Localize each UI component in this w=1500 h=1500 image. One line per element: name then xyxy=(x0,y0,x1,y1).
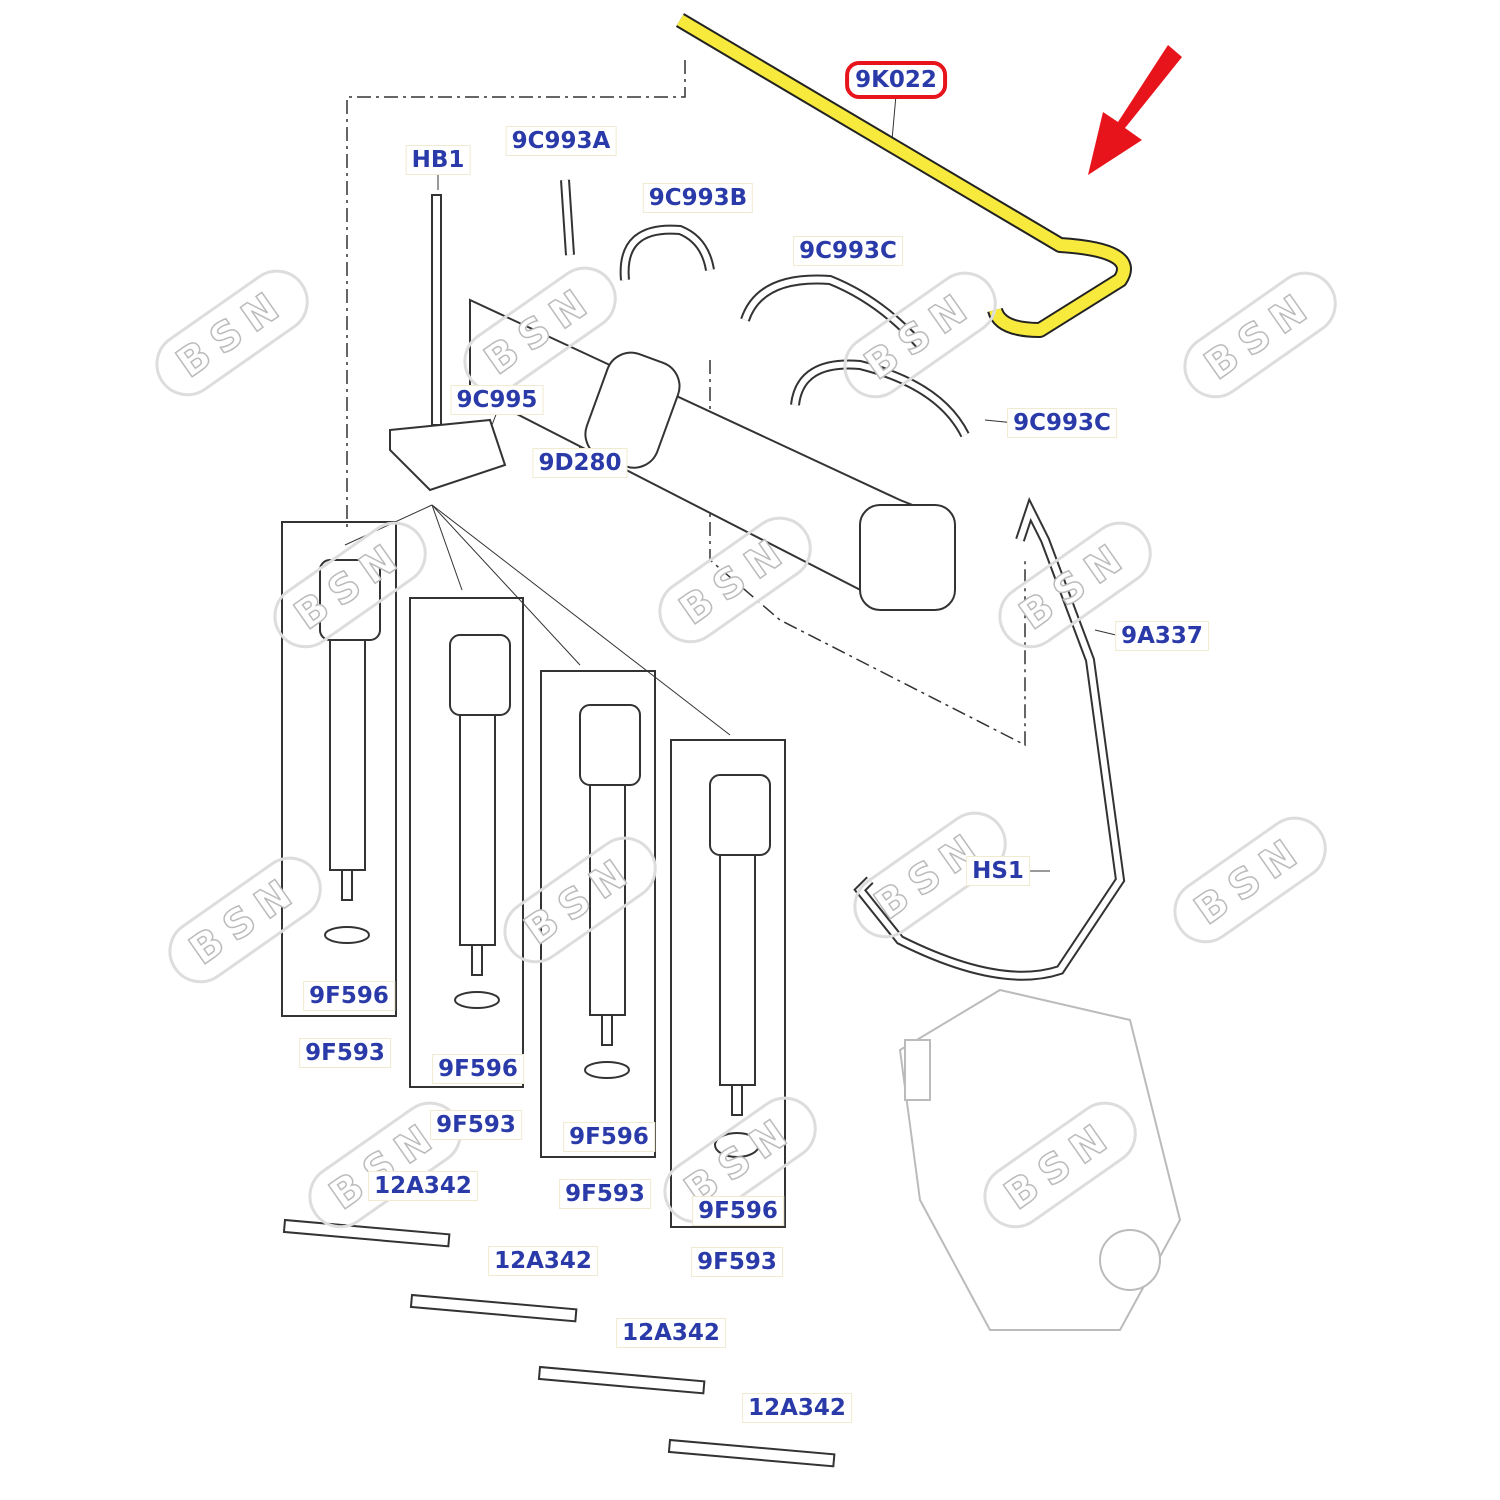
glow-plugs xyxy=(282,1218,836,1468)
clamp-9c995 xyxy=(389,418,507,492)
injector-boxes xyxy=(281,521,786,1228)
part-label-9a337[interactable]: 9A337 xyxy=(1115,621,1209,651)
part-label-9c993c[interactable]: 9C993C xyxy=(1007,408,1117,438)
part-label-9d280[interactable]: 9D280 xyxy=(532,448,628,478)
part-label-9c995[interactable]: 9C995 xyxy=(450,385,544,415)
part-label-9f593[interactable]: 9F593 xyxy=(430,1110,522,1140)
part-label-9k022[interactable]: 9K022 xyxy=(845,61,947,99)
part-label-12a342[interactable]: 12A342 xyxy=(488,1246,598,1276)
part-label-hs1[interactable]: HS1 xyxy=(966,856,1030,886)
reference-lines xyxy=(346,60,1026,747)
bolt-hb1 xyxy=(431,194,442,426)
part-label-hb1[interactable]: HB1 xyxy=(405,145,471,175)
part-label-9c993b[interactable]: 9C993B xyxy=(642,183,754,213)
part-label-9f593[interactable]: 9F593 xyxy=(691,1247,783,1277)
leader-lines xyxy=(344,94,1121,872)
part-label-9f596[interactable]: 9F596 xyxy=(432,1054,524,1084)
injector xyxy=(709,774,771,1158)
fuel-rail-9d280 xyxy=(469,298,956,611)
part-label-9f596[interactable]: 9F596 xyxy=(303,981,395,1011)
red-arrow-icon xyxy=(1088,45,1182,175)
part-label-9f593[interactable]: 9F593 xyxy=(299,1038,391,1068)
injector xyxy=(449,634,511,1009)
fuel-pump xyxy=(898,988,1182,1331)
injectors xyxy=(319,559,771,1158)
injector xyxy=(319,559,381,944)
part-label-9c993c[interactable]: 9C993C xyxy=(793,236,903,266)
part-label-12a342[interactable]: 12A342 xyxy=(368,1171,478,1201)
injector xyxy=(579,704,641,1079)
part-label-12a342[interactable]: 12A342 xyxy=(742,1393,852,1423)
part-label-9f596[interactable]: 9F596 xyxy=(563,1122,655,1152)
part-label-12a342[interactable]: 12A342 xyxy=(616,1318,726,1348)
part-label-9c993a[interactable]: 9C993A xyxy=(505,126,617,156)
part-label-9f593[interactable]: 9F593 xyxy=(559,1179,651,1209)
part-label-9f596[interactable]: 9F596 xyxy=(692,1196,784,1226)
